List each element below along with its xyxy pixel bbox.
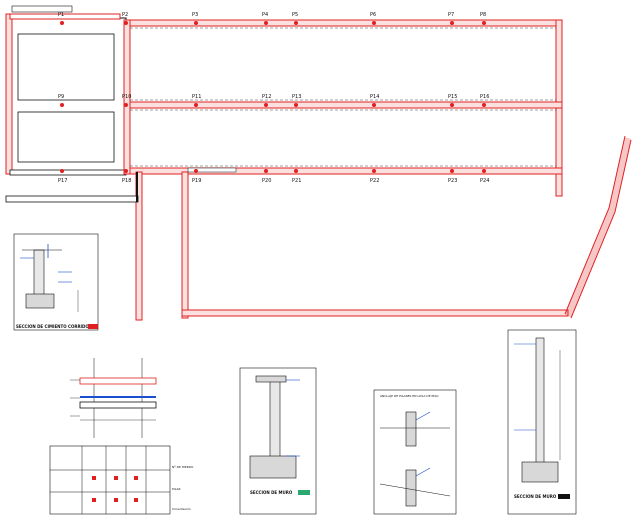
column-dot [450, 103, 454, 107]
legend-frame [49, 445, 171, 515]
column-label: P4 [262, 12, 268, 18]
column-dot [372, 169, 376, 173]
column-label: P20 [262, 178, 271, 184]
column-dot [124, 103, 128, 107]
diagonal-wall-fill [565, 137, 631, 318]
left-room-upper [17, 33, 115, 101]
column-dot [264, 21, 268, 25]
plan-walls [5, 5, 632, 321]
inner-vertical-wall [123, 19, 131, 175]
wall-footing [249, 455, 297, 479]
column-dot [264, 103, 268, 107]
detail-tall-tag [558, 494, 570, 499]
column-dot [124, 169, 128, 173]
legend-column-label: PILAR [172, 487, 181, 491]
column-dot [372, 103, 376, 107]
column-dot [482, 21, 486, 25]
column-label: P10 [122, 94, 131, 100]
tall-footing [521, 461, 559, 483]
legend-table: Nº DE HIERRO PILAR Cimentación [49, 445, 194, 515]
column-label: P14 [370, 94, 379, 100]
column-label: P13 [292, 94, 301, 100]
column-label: P2 [122, 12, 128, 18]
detail-tall-title: SECCION DE MURO [514, 494, 557, 499]
detail-foundation: SECCION DE CIMIENTO CORRIDO [13, 233, 99, 331]
left-wall [5, 13, 13, 175]
column-label: P3 [192, 12, 198, 18]
column-dot [294, 103, 298, 107]
mid-wall [123, 101, 563, 109]
column-label: P18 [122, 178, 131, 184]
detail-wall-section: SECCION DE MURO [239, 367, 317, 515]
left-room-outline [9, 17, 127, 175]
legend-foundation-label: Cimentación [172, 507, 191, 511]
detail-foundation-title: SECCION DE CIMIENTO CORRIDO [16, 324, 89, 329]
column-label: P24 [480, 178, 489, 184]
column-dot [372, 21, 376, 25]
wall-stem [269, 377, 281, 459]
column-label: P11 [192, 94, 201, 100]
column-dot [194, 21, 198, 25]
diagonal-wall-inner [564, 135, 626, 315]
detail-column-anchor: ANCLAJE DE PILARES EN LOSA DE PISO [373, 389, 457, 515]
detail-foundation-tag [88, 324, 98, 329]
column-label: P22 [370, 178, 379, 184]
detail-anchor-title: ANCLAJE DE PILARES EN LOSA DE PISO [380, 394, 439, 398]
column-label: P5 [292, 12, 298, 18]
left-room-lower [17, 111, 115, 163]
walkway-line [187, 167, 237, 173]
column-label: P9 [58, 94, 64, 100]
column-dot [60, 103, 64, 107]
column-label: P12 [262, 94, 271, 100]
legend-steel-label: Nº DE HIERRO [172, 465, 194, 469]
column-label: P17 [58, 178, 67, 184]
top-wall-left [9, 13, 121, 20]
column-dot [124, 21, 128, 25]
foundation-stem [33, 249, 45, 297]
column-label: P1 [58, 12, 64, 18]
top-wall [123, 19, 563, 27]
lower-bottom-wall [181, 309, 569, 317]
column-label: P23 [448, 178, 457, 184]
column-dot [294, 169, 298, 173]
foundation-footing [25, 293, 55, 309]
diagonal-wall-outer [570, 139, 632, 319]
column-dot [264, 169, 268, 173]
column-dot [482, 103, 486, 107]
column-label: P15 [448, 94, 457, 100]
column-dot [450, 169, 454, 173]
tall-stem [535, 337, 545, 465]
column-label: P16 [480, 94, 489, 100]
column-dot [482, 169, 486, 173]
column-dot [294, 21, 298, 25]
column-label: P21 [292, 178, 301, 184]
column-label: P8 [480, 12, 486, 18]
detail-section-small [70, 358, 157, 438]
column-label: P19 [192, 178, 201, 184]
column-label: P6 [370, 12, 376, 18]
detail-foundation-frame [13, 233, 99, 331]
column-label: P7 [448, 12, 454, 18]
detail-wall-title: SECCION DE MURO [250, 490, 293, 495]
detail-wall-tag [298, 490, 310, 495]
column-dot [194, 169, 198, 173]
column-dot [60, 21, 64, 25]
detail-tall-section: SECCION DE MURO [507, 329, 577, 515]
plan-dashes [130, 27, 556, 167]
lower-left-wall [135, 171, 143, 321]
column-dot [194, 103, 198, 107]
left-extension-wall [5, 195, 139, 203]
lower-mid-wall [181, 171, 189, 319]
column-dot [60, 169, 64, 173]
top-left-tab [11, 5, 73, 13]
left-extension-joint [136, 172, 138, 202]
bottom-wall-left [9, 169, 127, 176]
column-dot [450, 21, 454, 25]
